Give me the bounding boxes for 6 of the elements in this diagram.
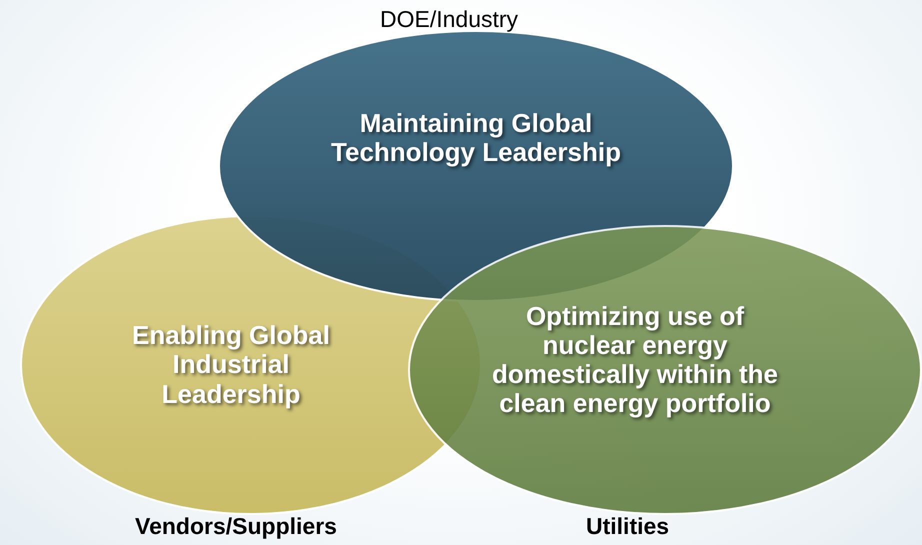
ellipse-label: Enabling Global Industrial Leadership [131, 321, 331, 409]
ellipse-label: Maintaining Global Technology Leadership [331, 108, 621, 168]
group-label: Vendors/Suppliers [135, 513, 337, 540]
ellipse-label: Optimizing use of nuclear energy domestically within the clean energy portfolio [490, 302, 780, 418]
group-label: Utilities [586, 513, 670, 540]
group-label: DOE/Industry [380, 6, 518, 33]
